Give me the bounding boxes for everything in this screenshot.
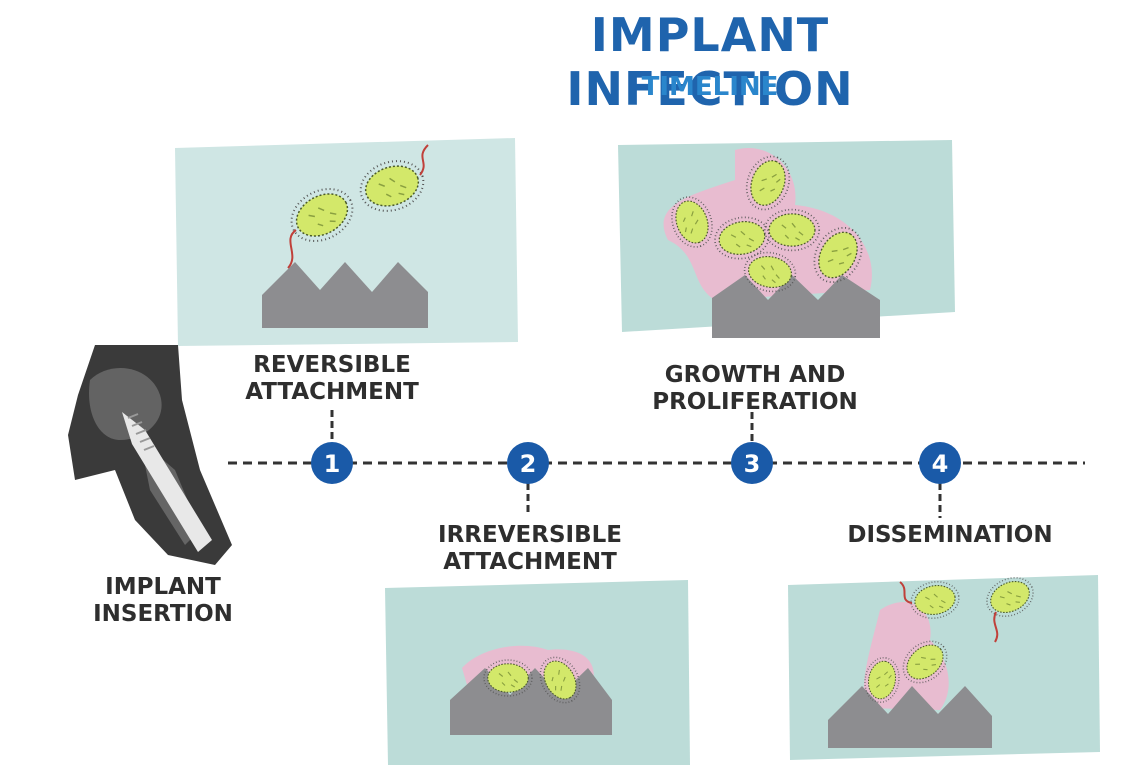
svg-text:3: 3 [744,450,761,478]
label-growth-proliferation: GROWTH AND PROLIFERATION [640,362,870,416]
panel-reversible-attachment [175,138,518,346]
label-line: GROWTH AND [640,362,870,389]
step-marker-1: 1 [311,442,353,484]
label-dissemination: DISSEMINATION [830,522,1070,549]
label-line: IRREVERSIBLE [420,522,640,549]
label-line: REVERSIBLE [232,352,432,379]
label-reversible-attachment: REVERSIBLE ATTACHMENT [232,352,432,406]
label-line: INSERTION [78,601,248,628]
implant-surface [262,262,428,328]
label-line: ATTACHMENT [420,549,640,576]
implant-surface [450,668,612,735]
step-marker-2: 2 [507,442,549,484]
xray-image [68,345,232,565]
panel-growth-proliferation [618,140,955,338]
label-line: ATTACHMENT [232,379,432,406]
step-marker-4: 4 [919,442,961,484]
panel-irreversible-attachment [385,580,690,765]
svg-text:2: 2 [520,450,537,478]
panel-dissemination [788,571,1100,760]
label-line: PROLIFERATION [640,389,870,416]
implant-surface [712,275,880,338]
label-implant-insertion: IMPLANT INSERTION [78,574,248,628]
label-line: DISSEMINATION [830,522,1070,549]
svg-text:4: 4 [932,450,949,478]
label-line: IMPLANT [78,574,248,601]
svg-text:1: 1 [324,450,341,478]
label-irreversible-attachment: IRREVERSIBLE ATTACHMENT [420,522,640,576]
step-marker-3: 3 [731,442,773,484]
